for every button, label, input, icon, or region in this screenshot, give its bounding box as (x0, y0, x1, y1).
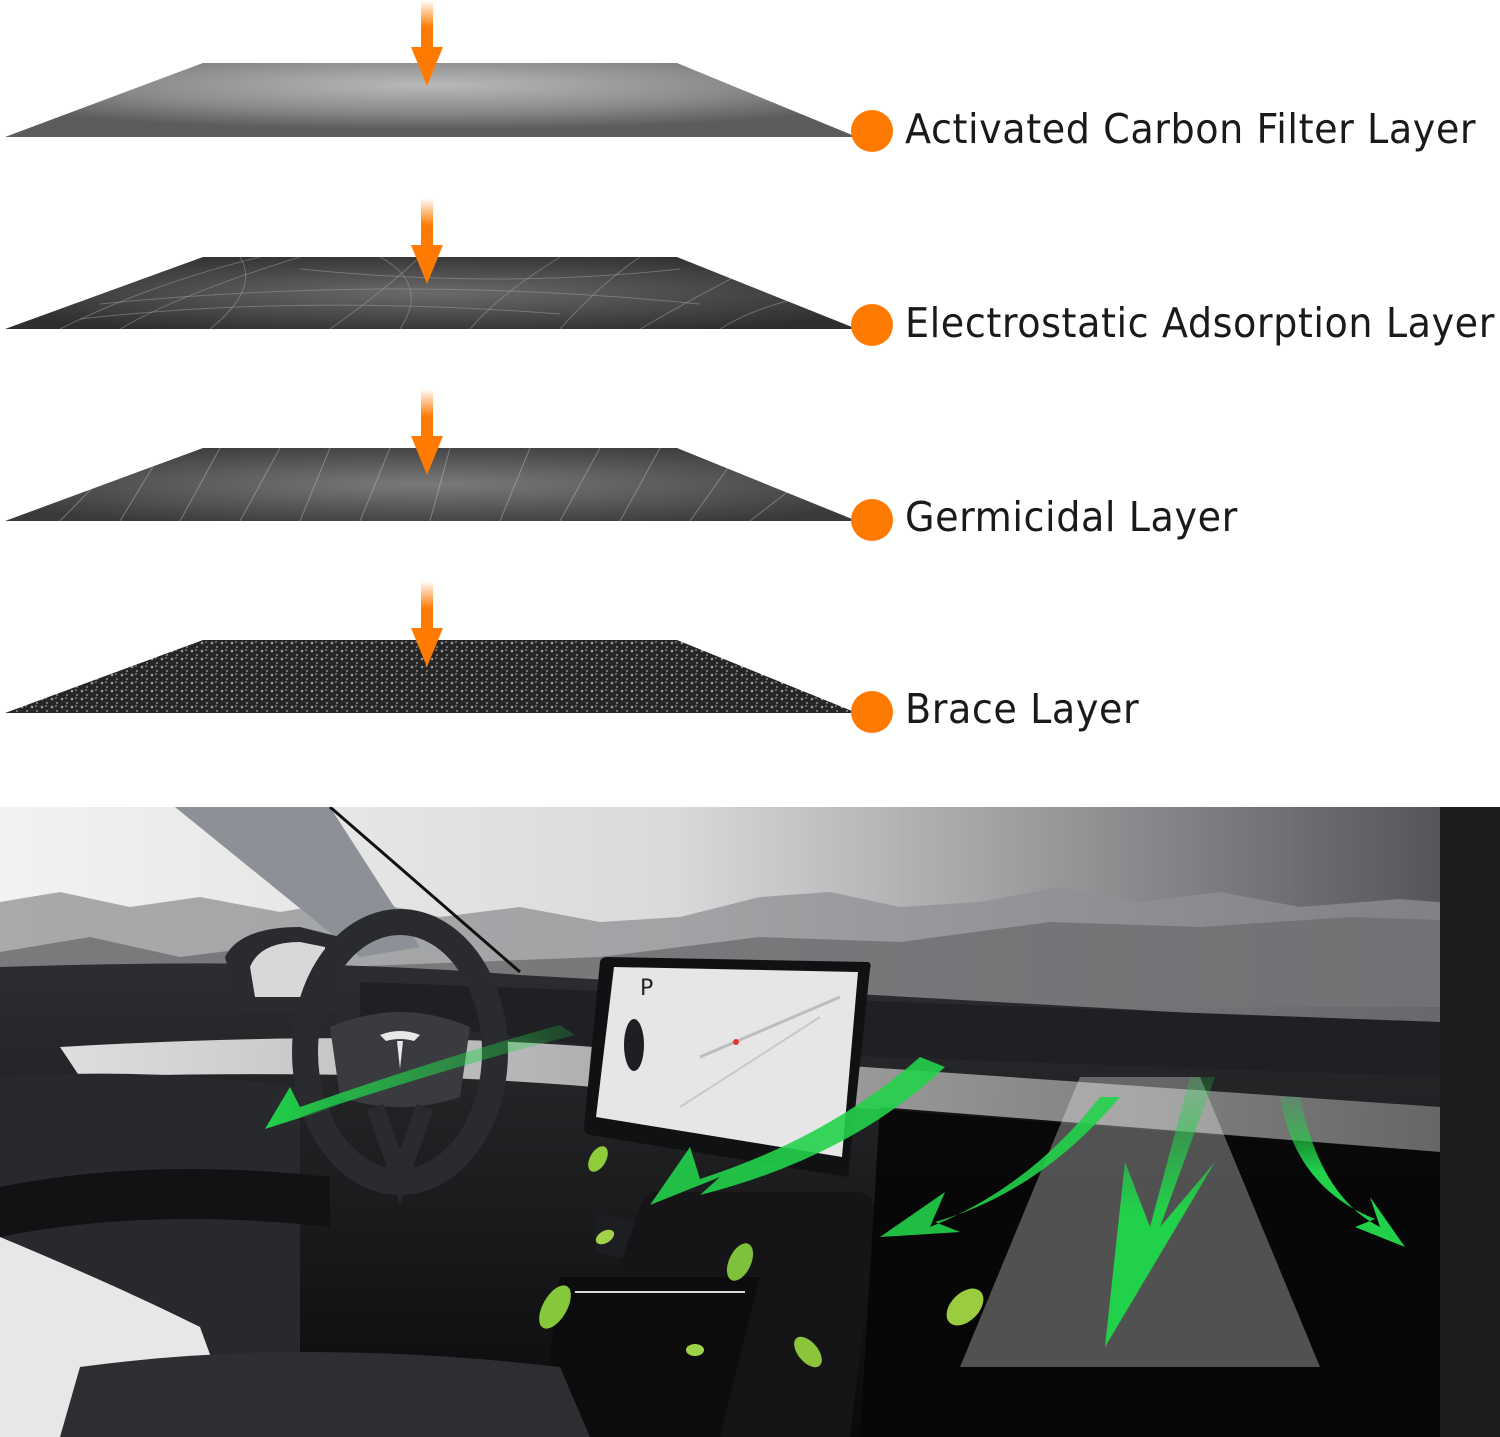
filter-sheet-fibrous (5, 448, 857, 521)
layer-row-activated-carbon: Activated Carbon Filter Layer (0, 0, 1500, 153)
orange-down-arrow-icon (411, 198, 443, 284)
leaf-icon (726, 1243, 754, 1281)
layer-label: Electrostatic Adsorption Layer (905, 299, 1495, 347)
leaf-icon (588, 1146, 608, 1172)
green-airflow-arrow-icon (1105, 1077, 1215, 1347)
layer-label: Brace Layer (905, 685, 1140, 733)
car-interior-scene: P (0, 807, 1500, 1437)
leaf-icon (686, 1344, 704, 1356)
gear-indicator: P (640, 976, 653, 1001)
orange-dot-icon (851, 304, 893, 346)
orange-dot-icon (851, 691, 893, 733)
tesla-logo-icon (380, 1031, 420, 1069)
layer-label: Germicidal Layer (905, 493, 1238, 541)
green-airflow-arrow-icon (650, 1057, 945, 1205)
green-airflow-arrow-icon (880, 1097, 1120, 1237)
orange-down-arrow-icon (411, 581, 443, 667)
orange-down-arrow-icon (411, 389, 443, 475)
layer-row-electrostatic: Electrostatic Adsorption Layer (0, 194, 1500, 347)
layer-row-germicidal: Germicidal Layer (0, 385, 1500, 541)
filter-layer-diagram: Activated Carbon Filter Layer (0, 0, 1500, 733)
filter-sheet-scratched (5, 257, 857, 329)
layer-row-brace: Brace Layer (0, 577, 1500, 733)
leaf-icon (794, 1336, 822, 1368)
green-airflow-arrow-icon (1280, 1097, 1405, 1247)
orange-dot-icon (851, 499, 893, 541)
green-airflow-arrow-icon (265, 1025, 575, 1129)
orange-down-arrow-icon (411, 0, 443, 86)
leaves (539, 1146, 984, 1368)
layer-label: Activated Carbon Filter Layer (905, 105, 1477, 153)
orange-dot-icon (851, 110, 893, 152)
filter-sheet-smooth (5, 63, 857, 137)
filter-sheet-mesh (5, 640, 857, 713)
leaf-icon (595, 1229, 615, 1245)
airflow-arrows (265, 1025, 1405, 1347)
leaf-icon (946, 1288, 984, 1326)
leaf-icon (539, 1285, 571, 1329)
car-interior-illustration: P (0, 807, 1500, 1437)
